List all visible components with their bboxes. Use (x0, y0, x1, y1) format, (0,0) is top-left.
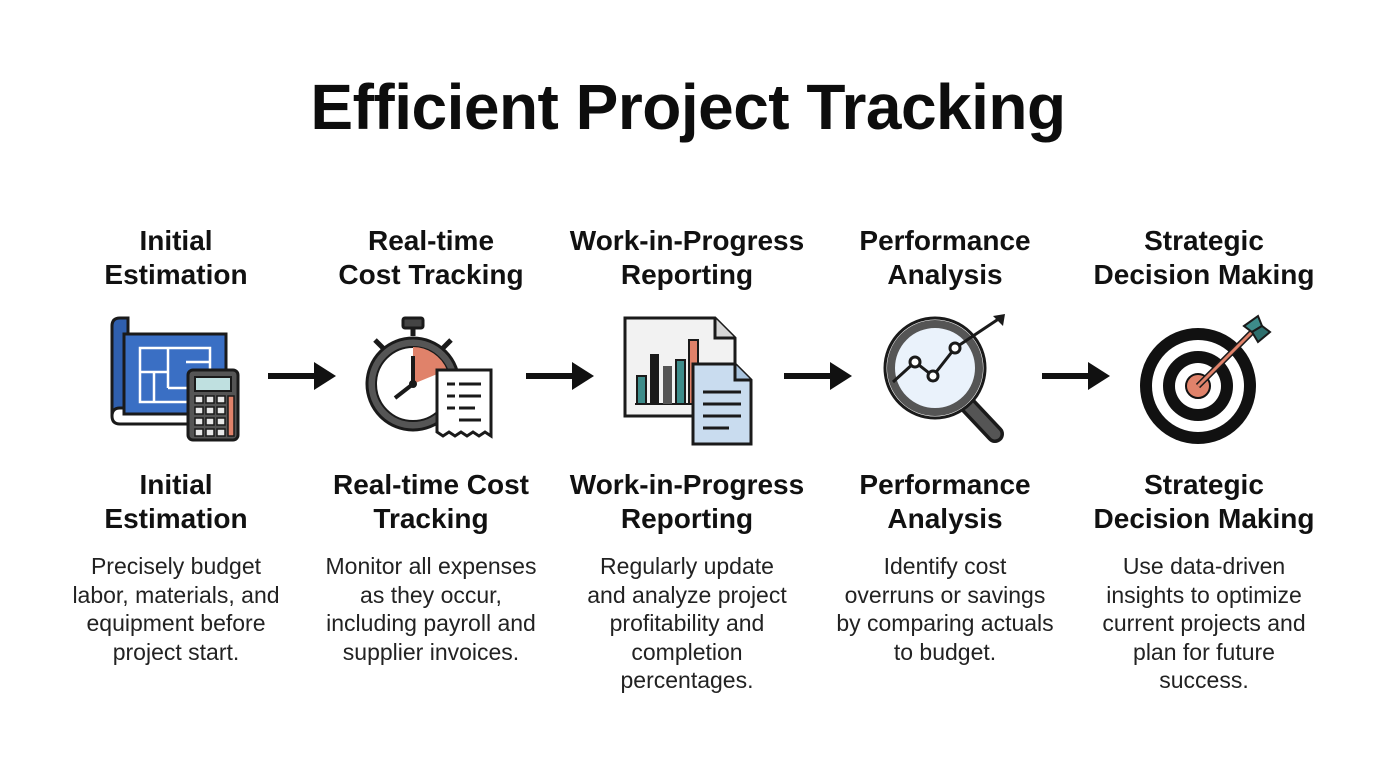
arrow-right-icon (784, 362, 852, 390)
step-performance-analysis: Performance Analysis Performance Analysi… (815, 0, 1075, 768)
step-title: Work-in-Progress Reporting (569, 469, 805, 534)
step-heading: Real-time Cost Tracking (338, 225, 524, 290)
step-description: Precisely budget labor, materials, and e… (72, 553, 280, 665)
blueprint-calculator-icon (110, 316, 240, 442)
step-initial-estimation: Initial Estimation Initial Estimation Pr… (46, 0, 306, 768)
magnifier-trend-icon (883, 314, 1005, 443)
bar-chart-report-icon (623, 316, 753, 446)
step-heading: Performance Analysis (859, 225, 1031, 290)
step-title: Performance Analysis (859, 469, 1031, 534)
stopwatch-receipt-icon (365, 316, 493, 439)
arrow-right-icon (526, 362, 594, 390)
step-description: Regularly update and analyze project pro… (587, 553, 787, 693)
step-heading: Strategic Decision Making (1093, 225, 1315, 290)
step-heading: Work-in-Progress Reporting (569, 225, 805, 290)
arrow-right-icon (268, 362, 336, 390)
step-title: Initial Estimation (104, 469, 248, 534)
step-work-in-progress-reporting: Work-in-Progress Reporting Work-in-Progr… (557, 0, 817, 768)
step-heading: Initial Estimation (104, 225, 248, 290)
step-title: Strategic Decision Making (1093, 469, 1315, 534)
step-title: Real-time Cost Tracking (332, 469, 530, 534)
step-description: Monitor all expenses as they occur, incl… (325, 553, 537, 665)
step-real-time-cost-tracking: Real-time Cost Tracking Real-time Cost T… (301, 0, 561, 768)
step-description: Use data-driven insights to optimize cur… (1102, 553, 1306, 693)
step-description: Identify cost overruns or savings by com… (836, 553, 1054, 665)
target-dart-icon (1140, 314, 1272, 444)
arrow-right-icon (1042, 362, 1110, 390)
page-title: Efficient Project Tracking (310, 71, 1066, 143)
step-strategic-decision-making: Strategic Decision Making Strategic Deci… (1074, 0, 1334, 768)
